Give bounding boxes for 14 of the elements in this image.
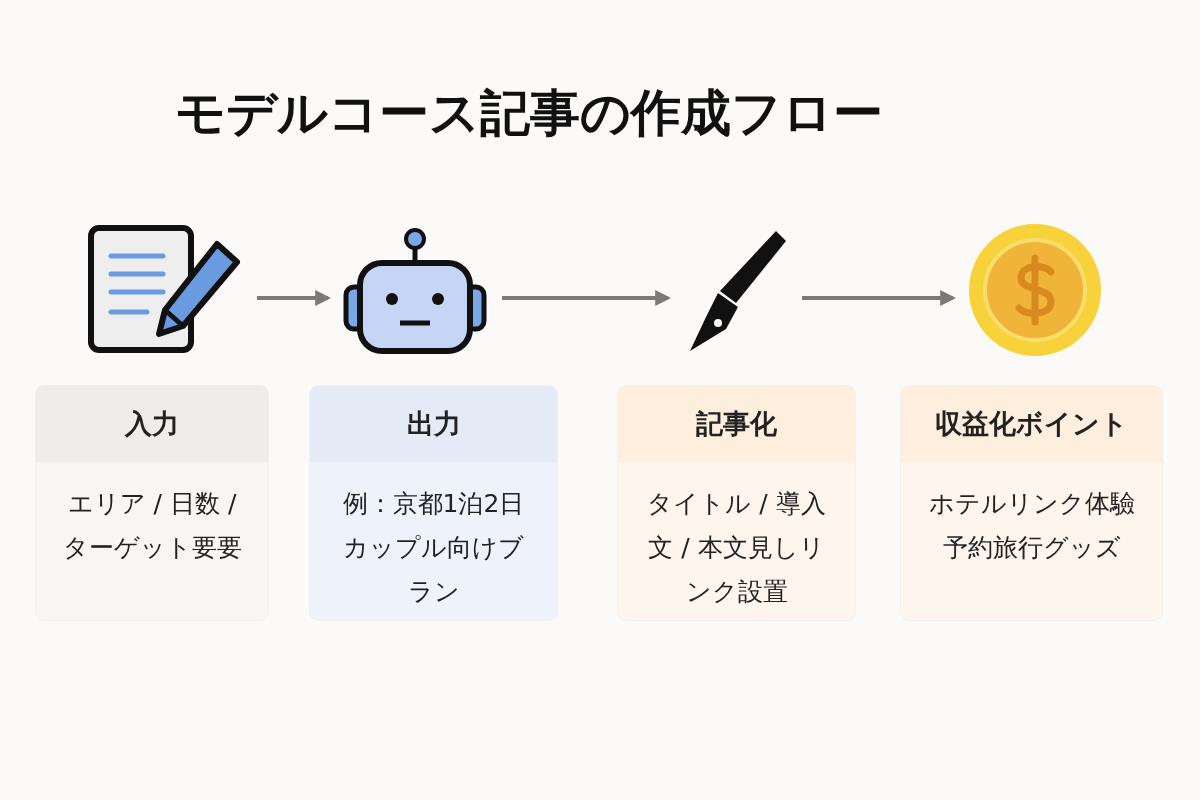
card-heading: 記事化: [618, 386, 855, 462]
arrow: [802, 290, 957, 306]
card-text: エリア / 日数 /ターゲット要要: [61, 488, 243, 564]
arrow: [257, 290, 332, 306]
card-text: ホテルリンク体驗予約旅行グッズ: [927, 488, 1136, 564]
card-heading: 収益化ボイント: [901, 386, 1162, 462]
card-heading: 入力: [36, 386, 268, 462]
title: モデルコース記事の作成フロー: [175, 83, 883, 144]
step-card: [901, 386, 1162, 620]
card-text: タイトル / 導入文 / 本文見しリンク設置: [646, 488, 827, 608]
card-text: 例：京都1泊2日カップル向けブラン: [341, 488, 526, 608]
card-heading: 出力: [310, 386, 557, 462]
arrow: [502, 290, 672, 306]
step-card: [618, 386, 855, 620]
